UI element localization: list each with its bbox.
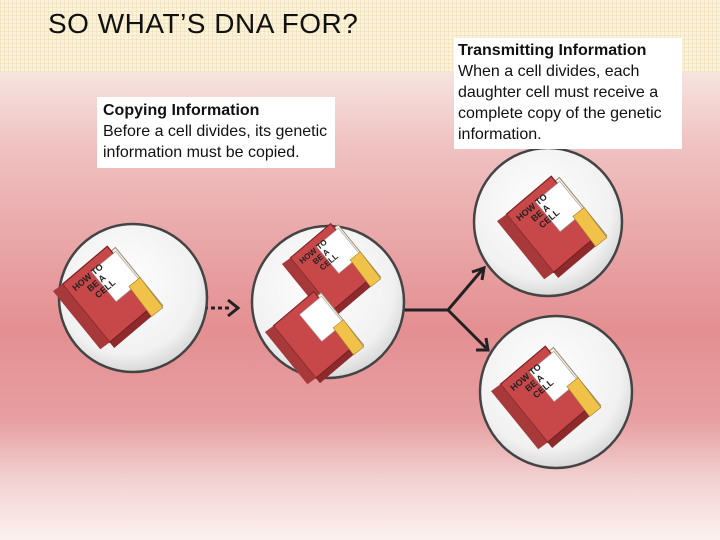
parent-cell: HOW TO BE A CELL xyxy=(48,222,209,374)
book-icon: HOW TO BE A CELL xyxy=(486,341,605,454)
daughter-cell-bottom: HOW TO BE A CELL xyxy=(478,314,634,470)
slide-title: SO WHAT’S DNA FOR? xyxy=(48,8,359,39)
copying-information-caption: Copying Information Before a cell divide… xyxy=(97,97,335,168)
copying-text: Before a cell divides, its genetic infor… xyxy=(103,123,328,161)
transmitting-text: When a cell divides, each daughter cell … xyxy=(458,63,662,143)
copying-heading: Copying Information xyxy=(103,102,260,119)
copy-arrow xyxy=(204,298,241,318)
book-icon: HOW TO BE A CELL xyxy=(278,219,385,321)
transmitting-information-caption: Transmitting Information When a cell div… xyxy=(454,38,682,149)
replicating-cell: HOW TO BE A CELL xyxy=(250,219,406,389)
divide-arrow xyxy=(400,265,490,352)
daughter-cell-top: HOW TO BE A CELL xyxy=(472,146,624,298)
transmitting-heading: Transmitting Information xyxy=(458,42,647,59)
book-icon: HOW TO BE A CELL xyxy=(492,171,611,284)
